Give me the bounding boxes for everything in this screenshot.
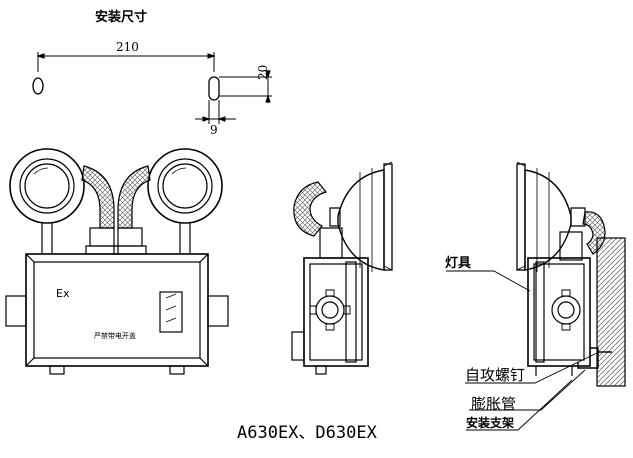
dimension-width: 210	[116, 40, 139, 54]
dimension-height: 20	[256, 64, 270, 80]
front-view	[5, 148, 229, 375]
model-number: A630EX、D630EX	[237, 423, 377, 443]
dimension-offset: 9	[210, 123, 218, 137]
callout-leaders	[446, 270, 598, 431]
left-mounting-hole	[32, 77, 44, 95]
warning-nameplate: 严禁带电开盖	[94, 332, 136, 340]
wall	[596, 237, 626, 387]
callout-lamp-head: 灯具	[445, 256, 472, 271]
drawing-title: 安装尺寸	[95, 10, 148, 25]
mounting-dimension-sketch	[32, 52, 272, 124]
installed-view	[516, 161, 626, 387]
mounting-bracket	[577, 347, 599, 369]
ex-mark: Ex	[56, 287, 70, 300]
callout-self-tapping-screw: 自攻螺钉	[465, 366, 526, 384]
side-view	[291, 161, 393, 375]
callout-mounting-bracket: 安装支架	[466, 416, 515, 430]
right-mounting-slot	[208, 76, 220, 101]
callout-expansion-tube: 膨胀管	[471, 395, 517, 413]
